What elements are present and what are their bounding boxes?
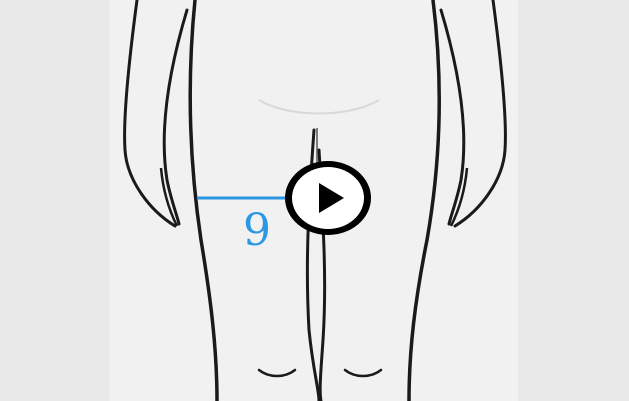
right-arm-inner-outline <box>439 8 466 226</box>
right-arm-outline <box>453 0 507 228</box>
right-leg-outline <box>407 0 441 401</box>
left-knee <box>257 368 297 378</box>
play-icon <box>285 161 371 235</box>
left-arm-outline <box>123 0 177 228</box>
hip-curve <box>258 99 380 115</box>
left-hand-outline <box>159 167 179 227</box>
left-leg-outline <box>188 0 219 401</box>
right-knee <box>343 368 383 378</box>
video-player[interactable]: 9 <box>109 0 518 401</box>
measurement-label: 9 <box>243 205 271 256</box>
play-button[interactable] <box>283 158 373 238</box>
left-arm-inner-outline <box>162 8 189 226</box>
right-hand-outline <box>449 167 469 227</box>
